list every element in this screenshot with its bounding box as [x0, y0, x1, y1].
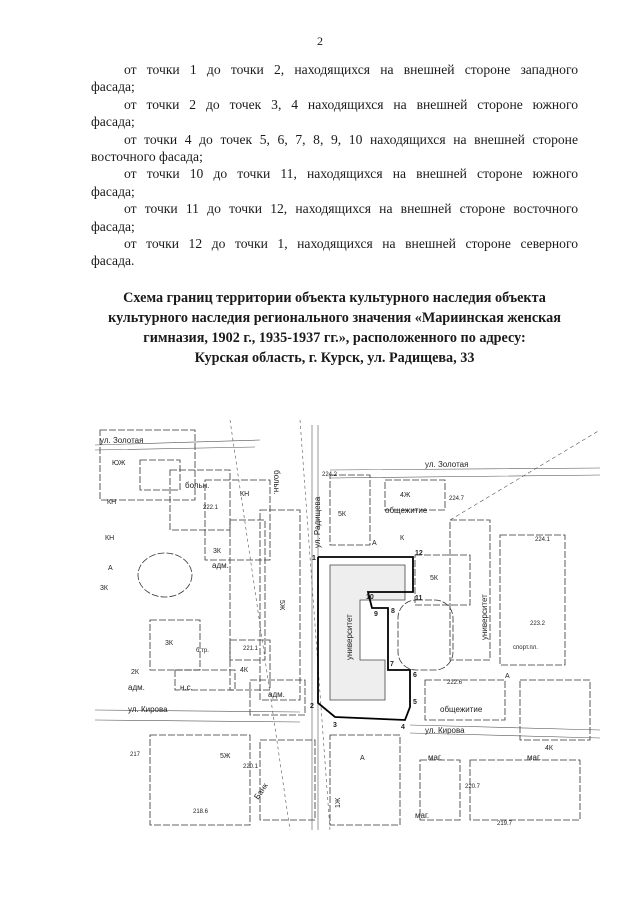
street-label: ул. Золотая [425, 460, 468, 469]
elevation-mark: 224.7 [449, 496, 465, 502]
building-label: б.тр. [196, 648, 209, 654]
paragraph-tail: фасада; [91, 183, 135, 199]
building-label: университет [480, 594, 489, 640]
title-line: культурного наследия регионального значе… [108, 310, 561, 326]
boundary-point: 6 [413, 672, 417, 679]
building-code: А [360, 755, 365, 762]
street-label: ул. Кирова [425, 726, 465, 735]
boundary-point: 7 [390, 661, 394, 668]
boundary-point: 4 [401, 724, 405, 731]
boundary-map: ул. Золотая ул. Золотая ул. Радищева ул.… [95, 419, 600, 830]
building-label: университет [345, 614, 354, 660]
street-label: ул. Кирова [128, 705, 168, 714]
scheme-title: Схема границ территории объекта культурн… [91, 288, 578, 368]
building-code: 4Ж [400, 492, 411, 499]
building-label: общежитие [385, 506, 428, 515]
boundary-point: 8 [391, 608, 395, 615]
building-code: 3К [213, 548, 222, 555]
building-label: маг. [415, 811, 429, 820]
elevation-mark: 222.6 [447, 680, 463, 686]
elevation-mark: 217 [130, 752, 141, 758]
paragraph-line: от точки 11 до точки 12, находящихся на … [124, 201, 578, 217]
elevation-mark: 220.7 [465, 784, 481, 790]
paragraph-line: от точки 2 до точек 3, 4 находящихся на … [124, 96, 578, 112]
paragraph-line: от точки 12 до точки 1, находящихся на в… [124, 236, 578, 252]
building-code: 5Ж [220, 753, 231, 760]
building-code: 1Ж [335, 797, 342, 808]
boundary-description: от точки 1 до точки 2, находящихся на вн… [91, 61, 578, 270]
boundary-point: 12 [415, 550, 423, 557]
building-label: маг. [527, 753, 541, 762]
building-label: спорт.пл. [513, 645, 538, 651]
paragraph-tail: фасада; [91, 114, 135, 130]
paragraph-line: от точки 10 до точки 11, находящихся на … [124, 166, 578, 182]
street-label: ул. Радищева [313, 496, 322, 548]
elevation-mark: 224.2 [322, 472, 338, 478]
building-label: маг. [428, 753, 442, 762]
boundary-point: 9 [374, 611, 378, 618]
building-label: Банк [252, 781, 270, 801]
heritage-boundary [317, 556, 414, 721]
building-code: КН [105, 535, 114, 542]
title-line: Схема границ территории объекта культурн… [123, 290, 546, 306]
main-building [329, 564, 406, 701]
elevation-mark: 223.2 [530, 621, 546, 627]
building-label: адм. [128, 683, 145, 692]
paragraph-line: от точки 4 до точек 5, 6, 7, 8, 9, 10 на… [124, 131, 578, 147]
building-code: К [400, 535, 405, 542]
page-number: 2 [317, 34, 323, 48]
boundary-point: 10 [366, 594, 374, 601]
paragraph-tail: фасада; [91, 79, 135, 95]
paragraph-tail: фасада. [91, 253, 135, 269]
elevation-mark: 218.6 [193, 809, 209, 815]
street-label: ул. Золотая [100, 436, 143, 445]
building-code: ЮЖ [112, 460, 126, 467]
paragraph-line: от точки 1 до точки 2, находящихся на вн… [124, 62, 578, 77]
building-code: 2К [131, 669, 140, 676]
building-code: 4К [545, 745, 554, 752]
title-line: гимназия, 1902 г., 1935-1937 гг.», распо… [143, 330, 526, 346]
building-code: 5К [430, 575, 439, 582]
building-code: 3К [100, 585, 109, 592]
boundary-point: 1 [312, 555, 316, 562]
boundary-point: 2 [310, 703, 314, 710]
map-blocks [99, 429, 591, 826]
paragraph-tail: фасада; [91, 218, 135, 234]
boundary-point: 11 [415, 595, 423, 602]
building-label: больн. [272, 470, 281, 494]
paragraph-tail: восточного фасада; [91, 149, 203, 165]
building-code: 4К [240, 667, 249, 674]
building-code: 5Ж [278, 600, 285, 611]
building-label: общежитие [440, 705, 483, 714]
building-label: н.с. [180, 683, 193, 692]
building-code: А [108, 565, 113, 572]
elevation-mark: 219.7 [497, 821, 513, 827]
building-code: А [372, 540, 377, 547]
elevation-mark: 220.1 [243, 764, 259, 770]
building-label: адм. [212, 561, 229, 570]
elevation-mark: 222.1 [203, 505, 219, 511]
boundary-point: 3 [333, 722, 337, 729]
building-code: КН [240, 491, 249, 498]
elevation-mark: 224.1 [535, 537, 551, 543]
building-code: КН [107, 499, 116, 506]
building-code: 5К [338, 511, 347, 518]
building-label: адм. [268, 690, 285, 699]
title-line: Курская область, г. Курск, ул. Радищева,… [194, 350, 475, 366]
building-label: больн. [185, 481, 209, 490]
building-code: А [505, 673, 510, 680]
elevation-mark: 221.1 [243, 646, 259, 652]
building-code: 3К [165, 640, 174, 647]
boundary-point: 5 [413, 699, 417, 706]
